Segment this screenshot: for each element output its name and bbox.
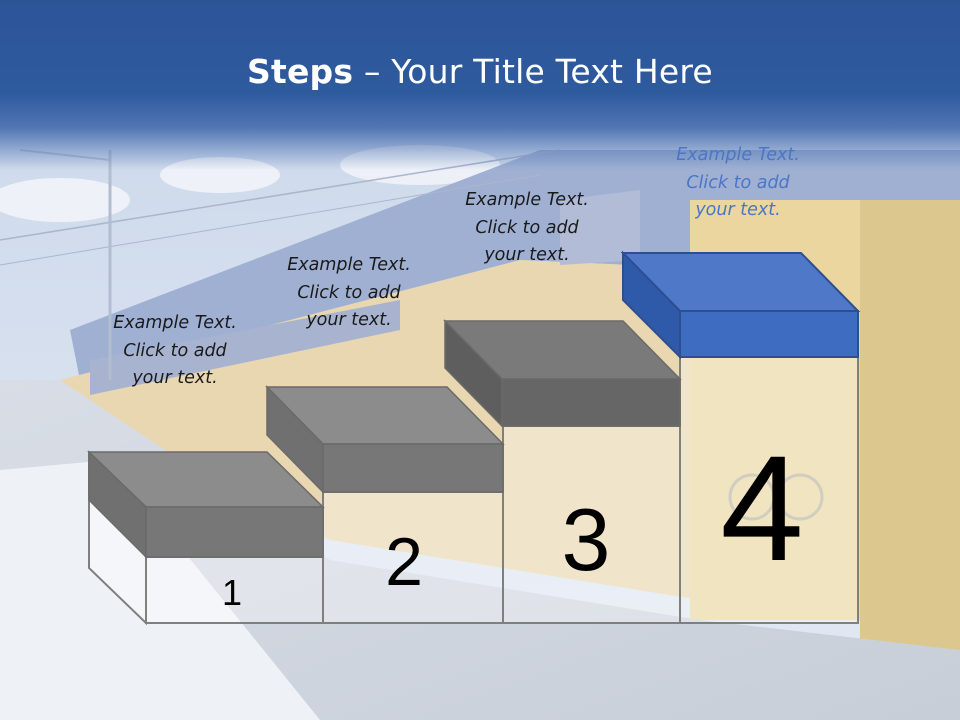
step-2-front	[322, 491, 504, 624]
title-rest: – Your Title Text Here	[353, 52, 713, 91]
step-4-number: 4	[720, 424, 803, 592]
step-4-block[interactable]	[620, 250, 861, 360]
step-1-number: 1	[222, 572, 242, 613]
step-2-block[interactable]	[265, 385, 505, 494]
step-4-line-3: your text.	[695, 200, 781, 220]
step-1-block[interactable]	[87, 450, 325, 559]
title-bold: Steps	[247, 52, 354, 91]
title-bar	[0, 0, 960, 170]
step-4-line-1: Example Text.	[676, 145, 800, 165]
step-3-line-2: Click to add	[475, 217, 579, 238]
step-2-line-3: your text.	[306, 310, 392, 330]
step-4-line-2: Click to add	[686, 172, 790, 193]
step-1-line-2: Click to add	[123, 340, 227, 361]
step-2-line-1: Example Text.	[287, 255, 411, 275]
step-1-label[interactable]: Example Text. Click to add your text.	[80, 310, 270, 393]
step-1-line-1: Example Text.	[113, 313, 237, 333]
step-4-front	[679, 356, 859, 624]
slide-title[interactable]: Steps – Your Title Text Here	[0, 52, 960, 91]
step-3-number: 3	[562, 490, 611, 589]
step-3-line-3: your text.	[484, 245, 570, 265]
step-3-block[interactable]	[443, 319, 682, 428]
step-2-line-2: Click to add	[297, 282, 401, 303]
step-3-line-1: Example Text.	[465, 190, 589, 210]
step-1-front	[145, 556, 324, 624]
step-2-number: 2	[385, 524, 423, 600]
step-3-label[interactable]: Example Text. Click to add your text.	[432, 187, 622, 270]
step-4-label[interactable]: Example Text. Click to add your text.	[643, 142, 833, 225]
step-2-label[interactable]: Example Text. Click to add your text.	[254, 252, 444, 335]
step-1-line-3: your text.	[132, 368, 218, 388]
